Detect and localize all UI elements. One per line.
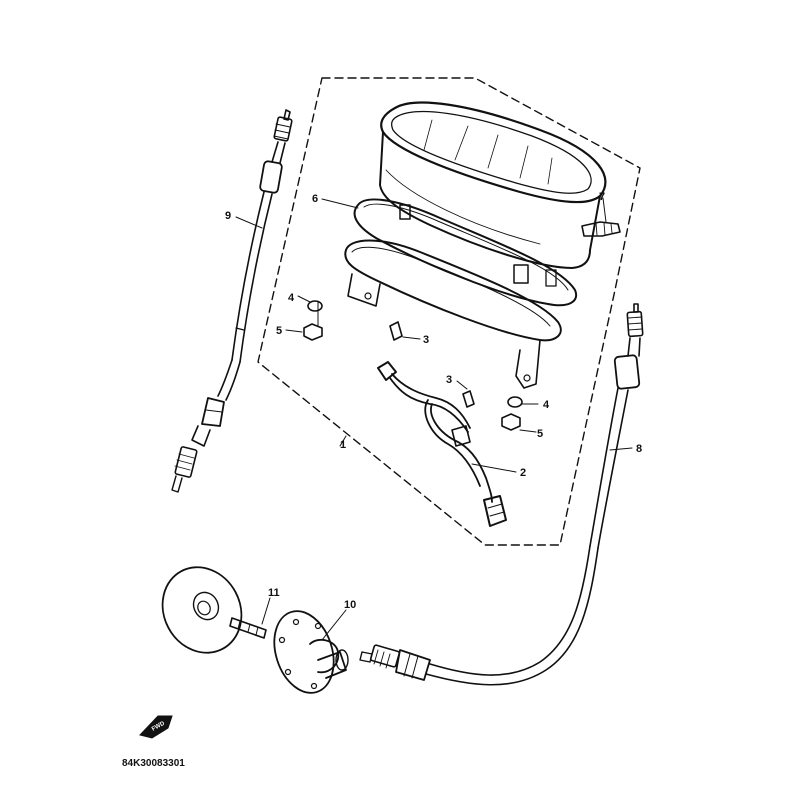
drive-shaft bbox=[229, 617, 267, 639]
lead-wire-assembly bbox=[377, 361, 507, 527]
nut-right bbox=[501, 413, 521, 431]
callout-2: 2 bbox=[520, 467, 526, 479]
callout-1: 1 bbox=[340, 439, 346, 451]
callout-3-upper: 3 bbox=[423, 334, 429, 346]
washer-right bbox=[507, 396, 523, 408]
assembly-boundary bbox=[257, 77, 641, 546]
callout-3-lower: 3 bbox=[446, 374, 452, 386]
tachometer-cable-right bbox=[359, 303, 644, 686]
callout-6: 6 bbox=[312, 193, 318, 205]
bulb-upper bbox=[389, 321, 403, 341]
gear-unit bbox=[273, 610, 349, 694]
callout-leaders bbox=[235, 197, 633, 641]
callout-4-right: 4 bbox=[543, 399, 550, 411]
meter-housing bbox=[379, 101, 621, 287]
speedometer-cable-left bbox=[171, 109, 293, 493]
bulb-lower bbox=[462, 390, 475, 408]
callout-7: 7 bbox=[599, 191, 605, 203]
callout-5-left: 5 bbox=[276, 325, 282, 337]
nut-left bbox=[303, 323, 323, 341]
callout-labels: 6 7 9 4 5 3 3 4 5 2 1 8 11 10 bbox=[225, 191, 642, 611]
front-direction-arrow-icon: FWD bbox=[139, 715, 173, 739]
callout-5-right: 5 bbox=[537, 428, 543, 440]
callout-10: 10 bbox=[344, 599, 356, 611]
callout-9: 9 bbox=[225, 210, 231, 222]
washer-left bbox=[307, 300, 323, 312]
drawing-code: 84K30083301 bbox=[122, 758, 185, 769]
gasket bbox=[353, 198, 578, 307]
callout-4-left: 4 bbox=[288, 292, 295, 304]
callout-11: 11 bbox=[268, 587, 280, 599]
mounting-bracket bbox=[344, 239, 562, 389]
callout-8: 8 bbox=[636, 443, 642, 455]
rotor-disc bbox=[161, 566, 243, 654]
